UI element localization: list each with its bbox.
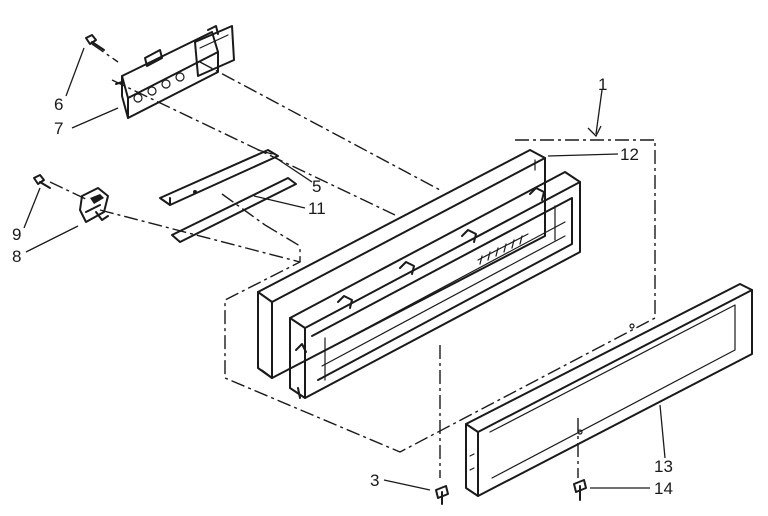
callout-13: 13 [654,457,673,476]
strip-part-5 [159,149,279,206]
console-part-1 [289,171,581,399]
callout-8: 8 [12,247,21,266]
callout-3: 3 [370,471,379,490]
callouts: 1 12 6 7 5 11 9 8 3 13 14 [12,75,673,498]
frame-part-13 [465,283,753,497]
control-bracket-part-7 [115,25,235,119]
callout-5: 5 [312,177,321,196]
switch-part-8 [79,187,109,223]
callout-9: 9 [12,225,21,244]
callout-11: 11 [308,199,326,218]
leader-lines [23,47,666,491]
screw-part-9 [33,174,51,189]
assembly-boundary [224,139,656,453]
callout-7: 7 [54,119,63,138]
screw-part-3 [435,485,449,505]
callout-6: 6 [54,95,63,114]
strip-part-11 [171,177,297,243]
screw-part-14 [573,479,587,501]
screw-part-6 [85,34,105,51]
callout-12: 12 [620,145,639,164]
callout-14: 14 [654,479,673,498]
callout-1: 1 [598,75,607,94]
